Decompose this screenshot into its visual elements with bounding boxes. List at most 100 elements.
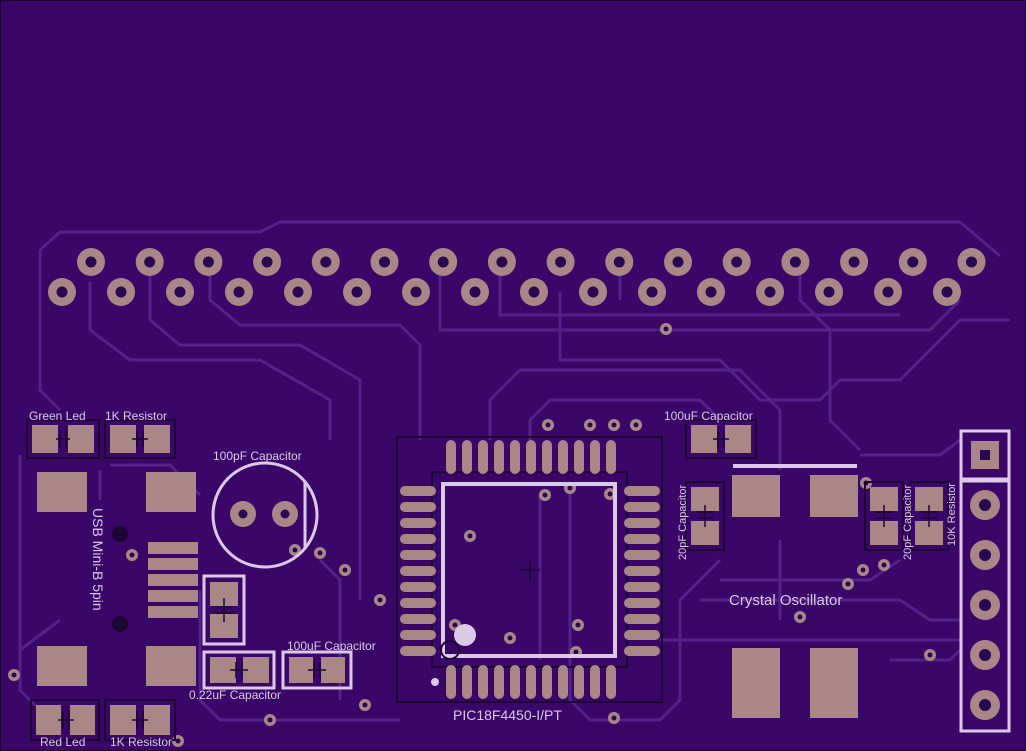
- mcu-pads-left: [400, 486, 436, 656]
- header-pin-drill: [555, 256, 567, 268]
- via-drill: [611, 422, 617, 428]
- label-capacitor-100uf-bottom: 100uF Capacitor: [287, 639, 376, 653]
- via-drill: [292, 547, 298, 553]
- via-drill: [587, 422, 593, 428]
- mcu-pad: [400, 614, 436, 624]
- via-drill: [267, 717, 273, 723]
- header-pin-drill: [979, 699, 991, 711]
- header-pin-drill: [202, 256, 214, 268]
- right-header-pads: [970, 490, 1000, 720]
- mcu-pad: [624, 598, 660, 608]
- header-pin-drill: [731, 256, 743, 268]
- via-drill: [860, 567, 866, 573]
- mcu-pad: [624, 534, 660, 544]
- mcu-pad: [624, 646, 660, 656]
- header-pin-drill: [848, 256, 860, 268]
- label-usb-connector: USB Mini-B 5pin: [90, 508, 106, 611]
- mcu-pad: [624, 614, 660, 624]
- mcu-pad: [462, 440, 472, 474]
- mcu-pad: [400, 486, 436, 496]
- mcu-pad: [462, 665, 472, 699]
- mcu-pad: [624, 502, 660, 512]
- mcu-pad: [624, 630, 660, 640]
- via-drill: [611, 715, 617, 721]
- mcu-pad: [606, 440, 616, 474]
- mcu-pad: [526, 665, 536, 699]
- mcu-pad: [494, 665, 504, 699]
- header-pin-drill: [528, 286, 540, 298]
- label-mcu: PIC18F4450-I/PT: [453, 707, 562, 723]
- mcu-pad: [606, 665, 616, 699]
- via-drill: [377, 597, 383, 603]
- header-pin-drill: [979, 599, 991, 611]
- via-drill: [362, 702, 368, 708]
- via-drill: [567, 485, 573, 491]
- via-drill: [467, 533, 473, 539]
- resistor-10k: [909, 481, 949, 551]
- red-led: [30, 699, 100, 741]
- label-capacitor-022uf: 0.22uF Capacitor: [189, 688, 281, 702]
- mcu-pad: [624, 518, 660, 528]
- capacitor-100pf: [211, 461, 319, 569]
- header-pin-drill: [410, 286, 422, 298]
- label-capacitor-20pf-left: 20pF Capacitor: [677, 484, 689, 560]
- header-pin-drill: [979, 649, 991, 661]
- mcu-pad: [624, 566, 660, 576]
- header-pin-drill: [437, 256, 449, 268]
- mcu-pad: [558, 665, 568, 699]
- mcu-pad: [624, 486, 660, 496]
- header-pin-drill: [261, 256, 273, 268]
- mcu-pad: [478, 440, 488, 474]
- header-pin-drill: [672, 256, 684, 268]
- via-drill: [607, 491, 613, 497]
- header-pin-drill: [646, 286, 658, 298]
- label-green-led: Green Led: [29, 409, 86, 423]
- mcu-footprint: [396, 436, 663, 703]
- mcu-pad: [510, 665, 520, 699]
- mcu-pad: [590, 665, 600, 699]
- via-drill: [797, 614, 803, 620]
- mcu-pad: [510, 440, 520, 474]
- mcu-pads-right: [624, 486, 660, 656]
- mcu-pad: [400, 598, 436, 608]
- via-drill: [342, 567, 348, 573]
- label-crystal-oscillator: Crystal Oscillator: [729, 592, 842, 609]
- mcu-pad: [574, 665, 584, 699]
- header-pin-drill: [233, 286, 245, 298]
- header-pin-drill: [941, 286, 953, 298]
- header-pin-drill: [469, 286, 481, 298]
- header-pin-drill: [587, 286, 599, 298]
- capacitor-100uf-bottom: [281, 650, 353, 690]
- mcu-pad: [590, 440, 600, 474]
- header-pin-drill: [882, 286, 894, 298]
- label-resistor-1k-bottom: 1K Resistor: [110, 735, 172, 749]
- mcu-pad: [446, 440, 456, 474]
- mcu-pads-top: [446, 440, 616, 474]
- mcu-pad: [400, 582, 436, 592]
- capacitor-022uf: [202, 650, 276, 690]
- crystal-oscillator: [732, 464, 858, 718]
- header-pin-drill: [379, 256, 390, 268]
- mcu-pad: [494, 440, 504, 474]
- mcu-pad: [624, 582, 660, 592]
- via-drill: [545, 422, 551, 428]
- mcu-pad: [400, 502, 436, 512]
- header-pin-drill: [705, 286, 717, 298]
- via-drill: [663, 326, 669, 332]
- header-pin-drill: [56, 286, 68, 298]
- via-drill: [317, 550, 323, 556]
- header-pin-drill: [115, 286, 127, 298]
- mcu-pad: [400, 550, 436, 560]
- label-red-led: Red Led: [40, 735, 85, 749]
- header-pin-drill: [144, 256, 156, 268]
- mcu-pads-bottom: [446, 665, 616, 699]
- mcu-pad: [558, 440, 568, 474]
- via-holes: [8, 323, 936, 747]
- label-resistor-10k: 10K Resistor: [946, 483, 958, 546]
- via-drill: [129, 552, 135, 558]
- via-drill: [845, 581, 851, 587]
- header-pin-drill: [907, 256, 919, 268]
- green-led: [26, 419, 100, 459]
- label-resistor-1k-top: 1K Resistor: [105, 409, 167, 423]
